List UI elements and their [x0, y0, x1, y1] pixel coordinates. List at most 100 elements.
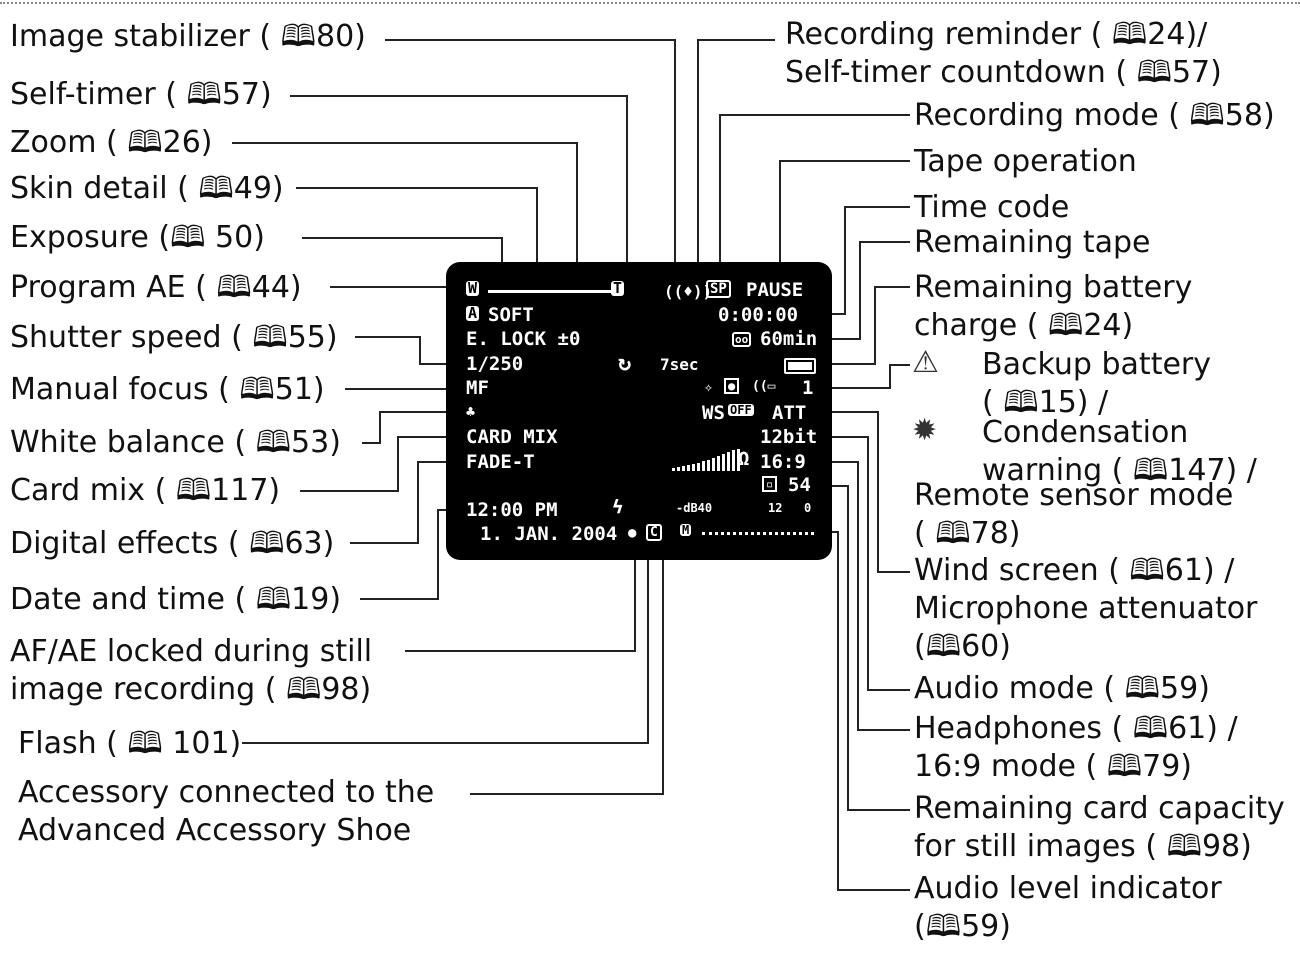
card-capacity-value: 54: [788, 474, 811, 496]
leader-remaining-card: [818, 485, 910, 811]
self-timer-icon: ↻: [618, 351, 632, 376]
label-remaining-battery-line-2: charge ( 🕮24): [914, 308, 1134, 343]
label-remaining-card-line-1: Remaining card capacity: [914, 791, 1285, 826]
label-remaining-card-line-2: for still images ( 🕮98): [914, 829, 1252, 864]
top-dotted-rule: [0, 2, 1300, 4]
label-headphones-line-1: Headphones ( 🕮61) /: [914, 711, 1238, 746]
label-manual-focus: Manual focus ( 🕮51): [10, 372, 325, 407]
label-recording-mode: Recording mode ( 🕮58): [914, 98, 1275, 133]
accessory-icon: C: [646, 524, 662, 541]
label-flash: Flash ( 🕮 101): [18, 726, 242, 761]
leader-backup-battery: [818, 364, 910, 389]
attenuator-value: ATT: [772, 402, 807, 424]
white-balance-icon: ♣: [466, 403, 476, 421]
label-audio-level-line-2: (🕮59): [914, 909, 1011, 944]
label-backup-battery-line-1: Backup battery: [982, 347, 1211, 382]
leader-program-ae: [330, 286, 456, 312]
label-af-ae-locked-line-1: AF/AE locked during still: [10, 634, 373, 669]
label-zoom: Zoom ( 🕮26): [10, 125, 213, 160]
label-white-balance: White balance ( 🕮53): [10, 425, 341, 460]
zoom-tele-marker: T: [611, 279, 625, 297]
leader-image-stabilizer: [385, 39, 676, 272]
image-stabilizer-icon: ((♦)): [664, 282, 713, 301]
label-backup-battery-line-2: ( 🕮15) /: [982, 385, 1109, 420]
battery-icon: [784, 358, 816, 374]
label-accessory-line-2: Advanced Accessory Shoe: [18, 813, 412, 848]
leader-audio-mode: [818, 436, 910, 691]
label-wind-screen-line-3: (🕮60): [914, 629, 1011, 664]
label-shutter-speed: Shutter speed ( 🕮55): [10, 320, 338, 355]
label-card-mix: Card mix ( 🕮117): [10, 473, 281, 508]
lcd-display: W T ((♦)) SP PAUSE A SOFT 0:00:00 E. LOC…: [446, 262, 832, 560]
leader-digital-effects: [350, 461, 462, 544]
card-mix-value: CARD MIX: [466, 426, 558, 448]
label-time-code: Time code: [914, 190, 1070, 225]
label-skin-detail: Skin detail ( 🕮49): [10, 171, 284, 206]
program-ae-badge: A: [466, 304, 480, 322]
label-audio-mode: Audio mode ( 🕮59): [914, 671, 1210, 706]
zoom-wide-marker: W: [466, 279, 480, 297]
audio-level-meter: [702, 532, 814, 535]
tape-status: PAUSE: [746, 279, 804, 301]
condensation-icon: ●: [724, 378, 740, 394]
label-recording-reminder-line-2: Self-timer countdown ( 🕮57): [785, 55, 1222, 90]
leader-card-mix: [300, 436, 462, 492]
aspect-value: 16:9: [760, 451, 806, 473]
backup-battery-icon: ((▭: [752, 379, 776, 394]
audio-mode-value: 12bit: [760, 426, 818, 448]
label-remote-sensor-line-1: Remote sensor mode: [914, 478, 1234, 513]
shutter-speed-value: 1/250: [466, 353, 524, 375]
label-condensation-line-2: warning ( 🕮147) /: [982, 453, 1257, 488]
leader-tape-operation: [779, 160, 910, 284]
remaining-tape-value: 60min: [760, 328, 818, 350]
skin-detail-value: SOFT: [488, 304, 534, 326]
condensation-warning-icon: ✹: [912, 413, 938, 448]
wind-screen-label: WS: [702, 402, 725, 424]
label-remaining-battery-line-1: Remaining battery: [914, 270, 1193, 305]
label-program-ae: Program AE ( 🕮44): [10, 270, 302, 305]
label-wind-screen-line-2: Microphone attenuator: [914, 591, 1258, 626]
time-code-value: 0:00:00: [718, 304, 799, 326]
leader-shutter-speed: [355, 336, 462, 365]
flash-icon: ϟ: [612, 496, 624, 518]
label-accessory-line-1: Accessory connected to the: [18, 775, 435, 810]
leader-accessory: [470, 535, 664, 795]
headphones-icon: Ω: [738, 448, 750, 470]
recording-mode-badge: SP: [706, 280, 731, 298]
audio-m-label: M: [680, 523, 692, 537]
headphone-volume-bars: [672, 449, 740, 471]
date-value: 1. JAN. 2004: [480, 523, 618, 545]
label-digital-effects: Digital effects ( 🕮63): [10, 526, 335, 561]
label-exposure: Exposure (🕮 50): [10, 220, 265, 255]
label-self-timer: Self-timer ( 🕮57): [10, 77, 272, 112]
label-headphones-line-2: 16:9 mode ( 🕮79): [914, 749, 1193, 784]
label-remote-sensor-line-2: ( 🕮78): [914, 516, 1021, 551]
label-tape-operation: Tape operation: [914, 144, 1137, 179]
label-af-ae-locked-line-2: image recording ( 🕮98): [10, 672, 372, 707]
leader-remaining-tape: [818, 241, 910, 340]
focus-mode-value: MF: [466, 377, 489, 399]
label-recording-reminder-line-1: Recording reminder ( 🕮24)/: [785, 17, 1208, 52]
label-audio-level-line-1: Audio level indicator: [914, 871, 1222, 906]
leader-remaining-battery: [818, 286, 910, 365]
leader-zoom: [232, 142, 578, 285]
audio-db-label: -dB40: [676, 501, 713, 515]
af-ae-lock-icon: ●: [628, 525, 637, 541]
countdown-value: 7sec: [660, 355, 699, 374]
exposure-value: E. LOCK ±0: [466, 328, 581, 350]
leader-headphones: [818, 461, 910, 731]
tape-icon: oo: [732, 332, 752, 347]
backup-battery-warning-icon: ⚠: [912, 345, 939, 380]
leader-af-ae-locked: [405, 535, 636, 652]
digital-effect-value: FADE-T: [466, 451, 535, 473]
remote-sensor-icon: ✧: [704, 378, 714, 396]
label-image-stabilizer: Image stabilizer ( 🕮80): [10, 19, 366, 54]
audio-0-label: 0: [804, 501, 812, 515]
leader-wind-screen: [818, 411, 910, 573]
label-condensation-line-1: Condensation: [982, 415, 1189, 450]
backup-battery-count: 1: [802, 377, 814, 399]
time-value: 12:00 PM: [466, 499, 558, 521]
label-remaining-tape: Remaining tape: [914, 225, 1151, 260]
leader-audio-level: [812, 531, 910, 891]
